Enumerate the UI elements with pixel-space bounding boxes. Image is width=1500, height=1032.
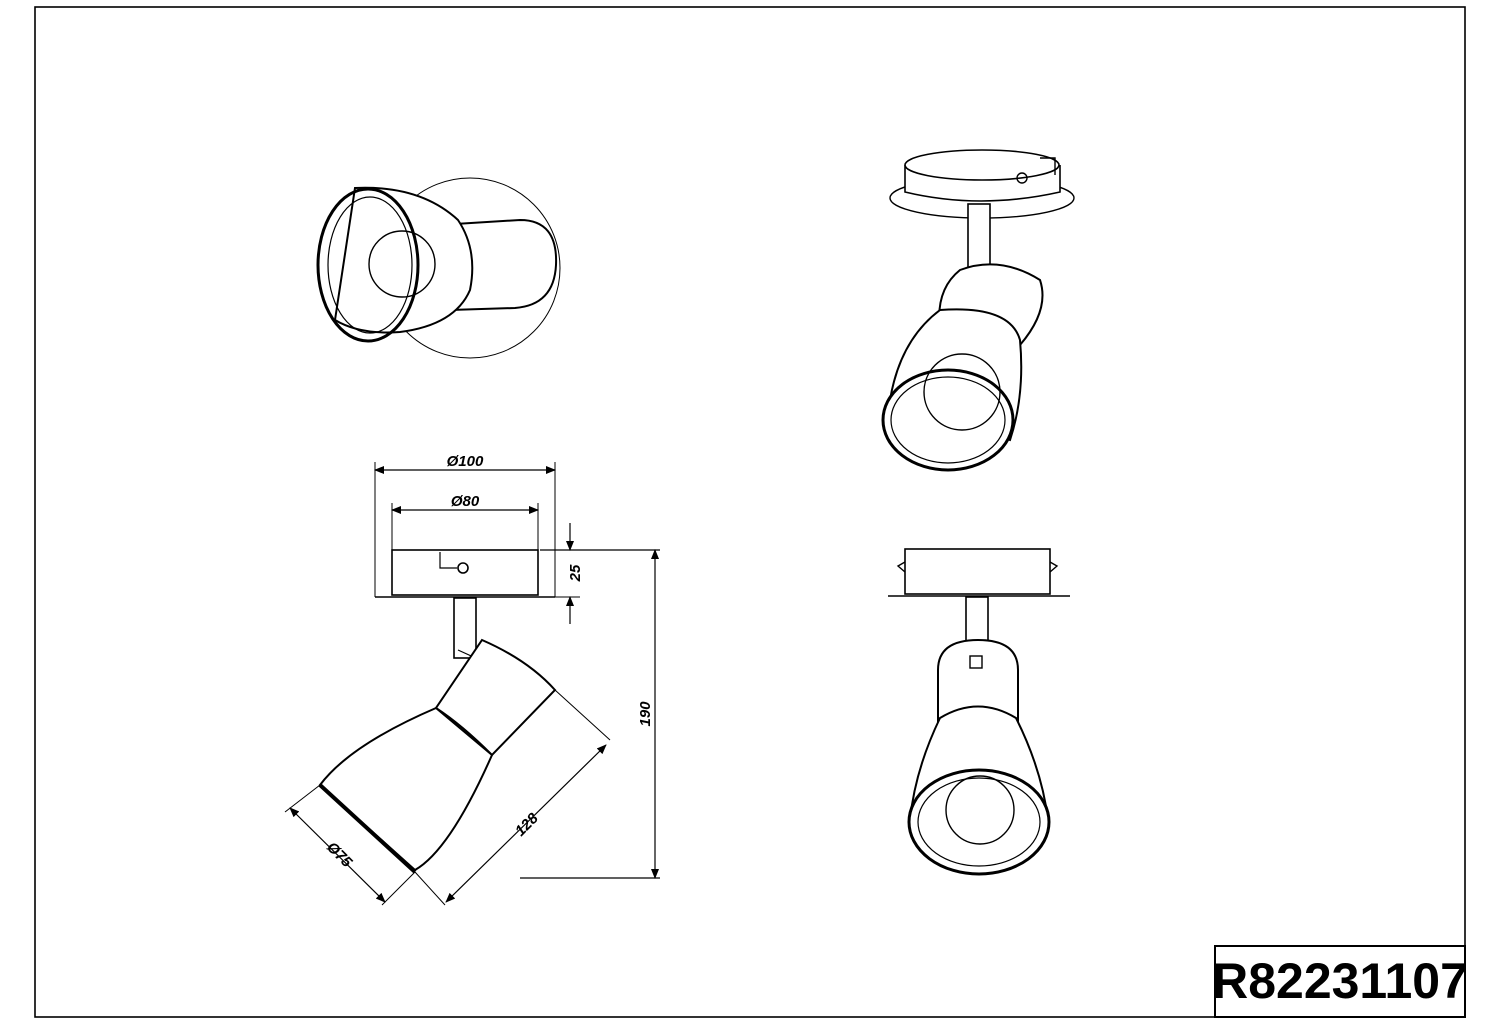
dim-label-128: 128 <box>512 809 542 839</box>
product-code: R82231107 <box>1212 953 1468 1009</box>
bulb-2 <box>923 353 1001 431</box>
bulb-front <box>945 775 1015 845</box>
drawing-frame <box>34 6 1466 1018</box>
canopy-screw-icon-side <box>457 562 469 574</box>
title-block <box>1214 945 1466 1018</box>
perspective-view <box>881 149 1075 472</box>
ext-75-bottom <box>381 871 416 906</box>
canopy-side-clip-right <box>1049 561 1059 573</box>
shade-rim-inner-2 <box>890 376 1006 464</box>
canopy-screw-icon <box>1016 172 1028 184</box>
front-view-shade <box>316 177 561 359</box>
bulb <box>368 230 436 298</box>
ext-128-top <box>554 689 611 741</box>
shade-rim-outer <box>316 187 420 343</box>
shade-rim-outer-front <box>907 768 1051 876</box>
base-canopy-front <box>904 548 1051 595</box>
stem <box>967 203 991 270</box>
dim-label-d80: Ø80 <box>451 493 480 510</box>
shade-rim-inner-front <box>917 777 1041 867</box>
ext-128-bottom <box>414 871 446 906</box>
dim-d75 <box>289 807 386 903</box>
dim-label-d75: Ø75 <box>323 839 356 872</box>
canopy-side-clip-left <box>896 561 906 573</box>
shade-rim-inner <box>327 196 413 334</box>
front-elevation-view <box>888 548 1070 876</box>
dim-label-d100: Ø100 <box>447 453 484 470</box>
shade-body-side <box>318 706 494 872</box>
canopy-clip <box>439 552 457 569</box>
dim-label-25: 25 <box>567 564 584 582</box>
pivot-knob <box>969 655 983 669</box>
dim-128 <box>445 744 607 903</box>
shade-rim-outer-2 <box>881 368 1015 472</box>
stem-side <box>453 597 477 659</box>
arm-cylinder <box>449 218 558 311</box>
base-canopy-top <box>904 149 1060 181</box>
dim-label-190: 190 <box>637 701 654 727</box>
side-view <box>284 462 660 906</box>
canopy-slot <box>1040 157 1056 175</box>
arm-housing-side <box>434 638 557 757</box>
